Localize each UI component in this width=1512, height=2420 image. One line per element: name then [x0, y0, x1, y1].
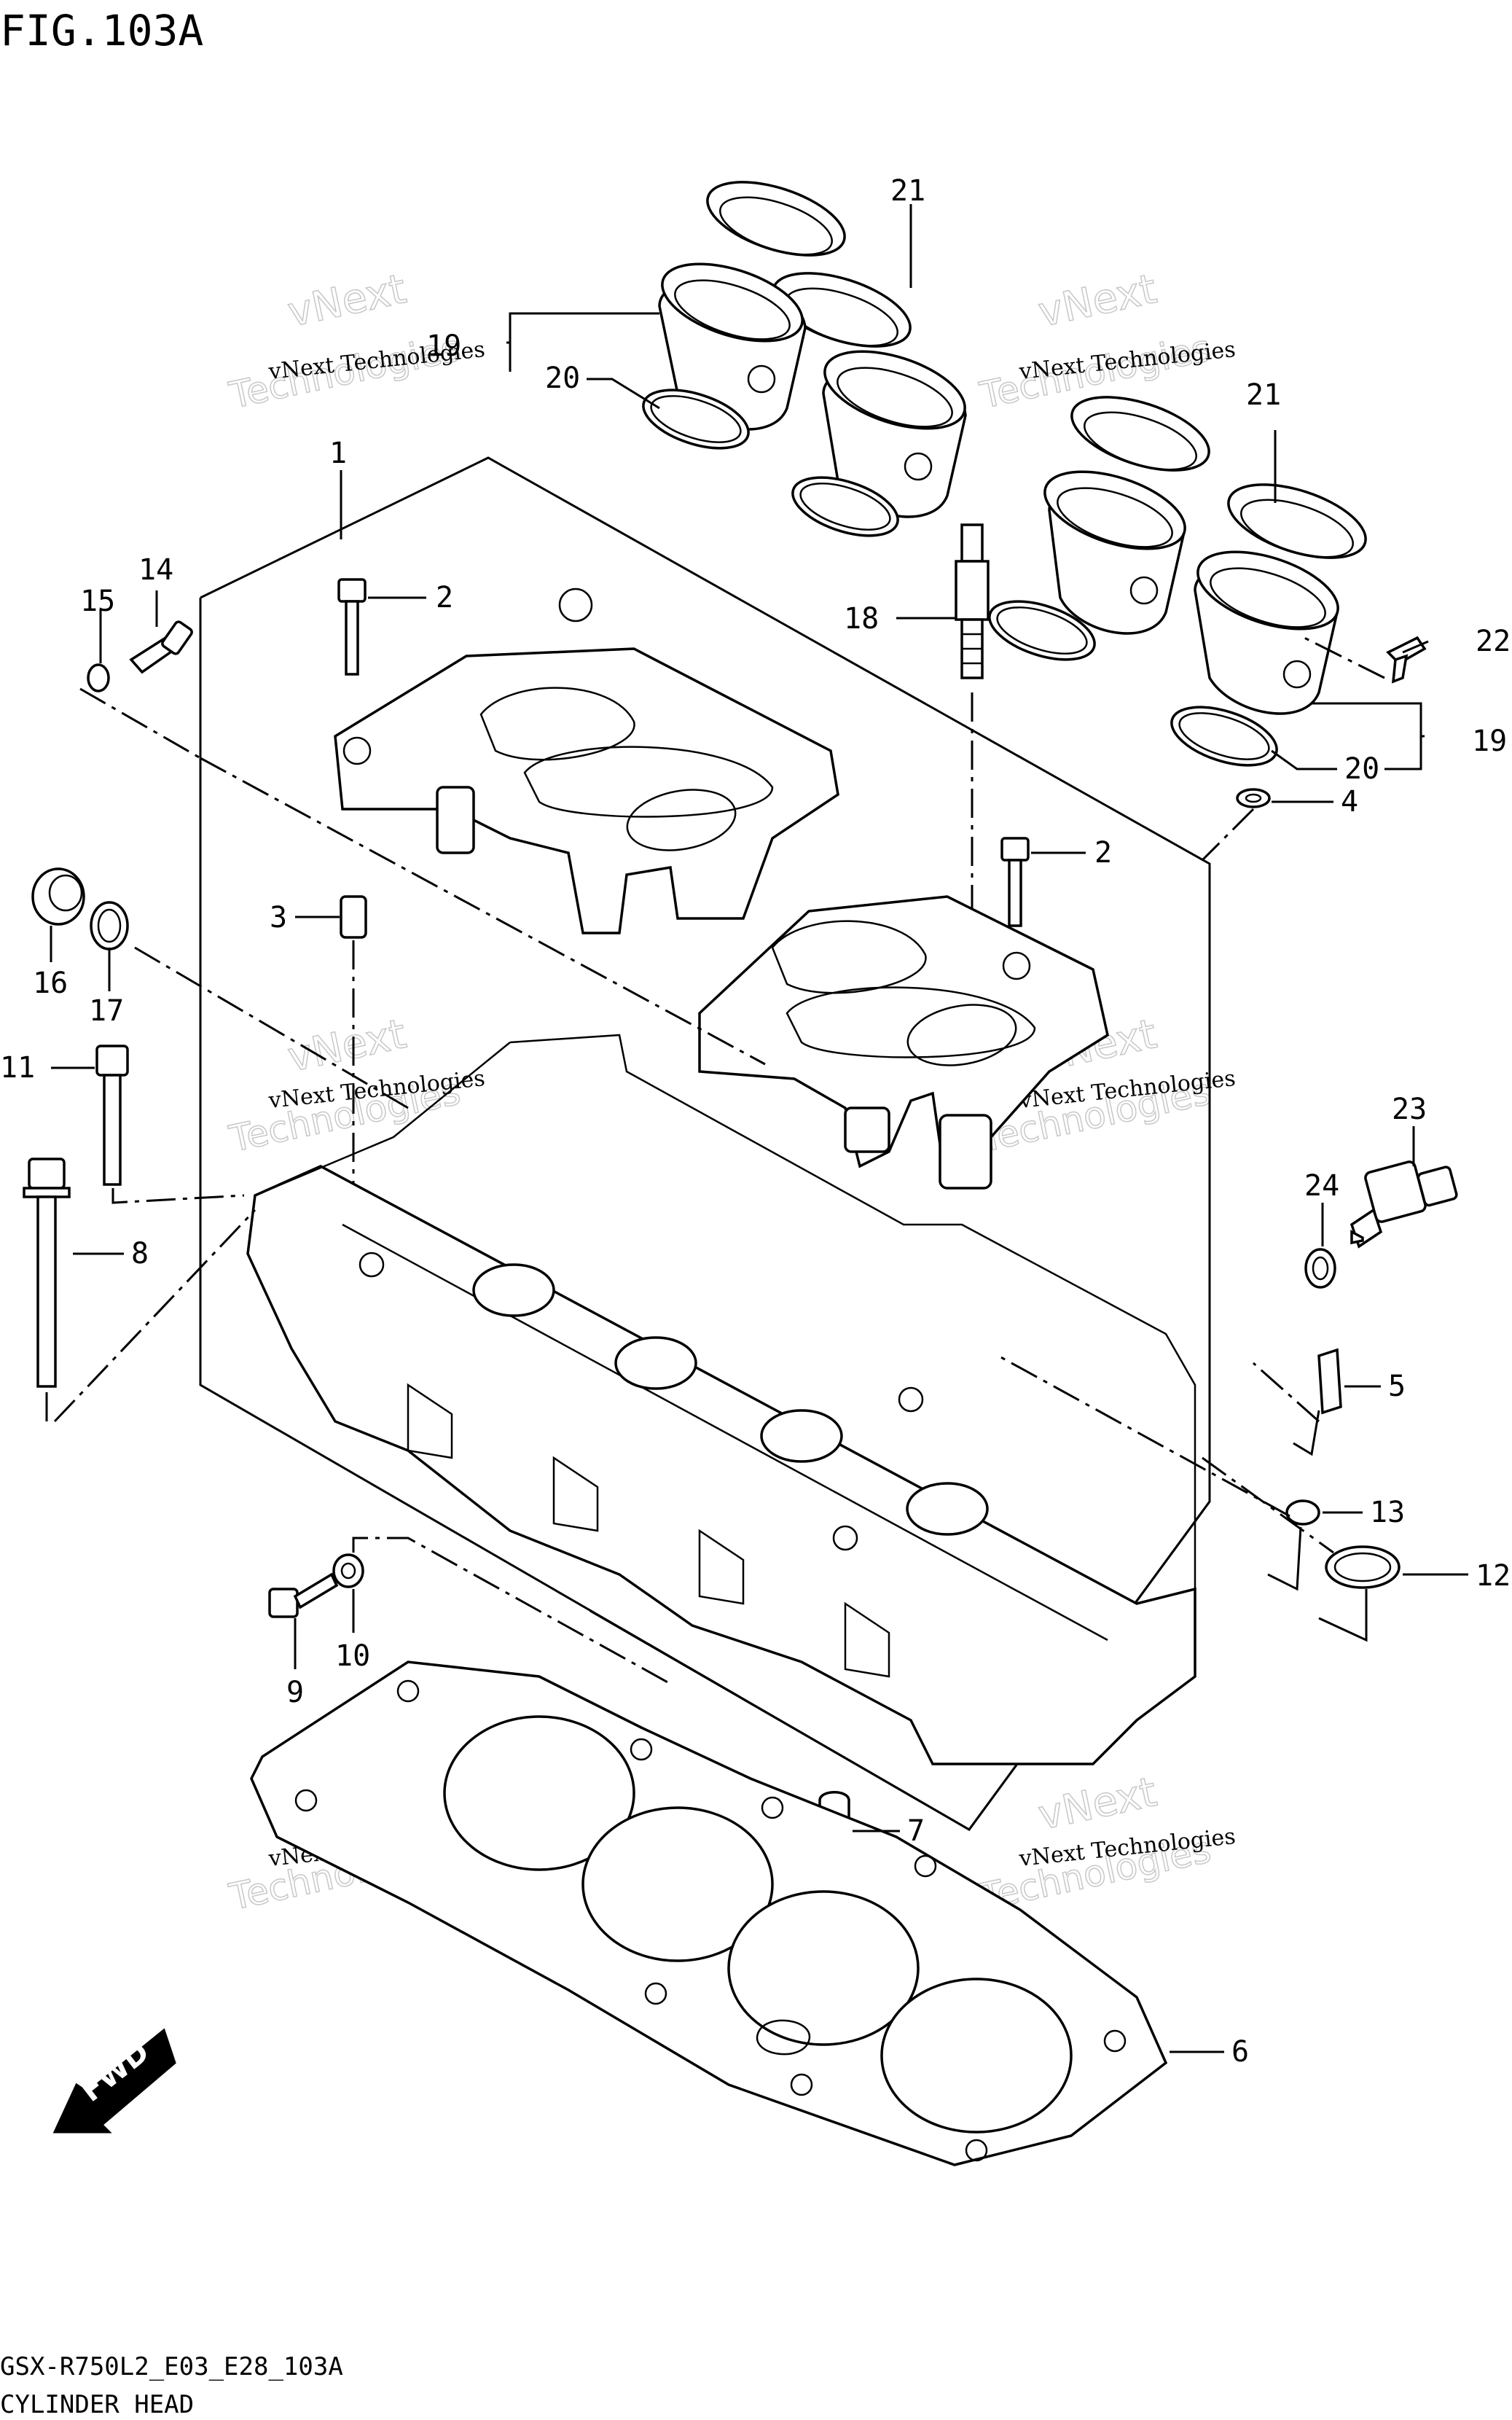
dowel-3 [340, 895, 367, 939]
callout-17: 17 [89, 994, 124, 1028]
dowel-5 [1317, 1348, 1342, 1415]
bolt-2-top [337, 578, 367, 676]
callout-1: 1 [329, 437, 347, 470]
callout-10: 10 [335, 1639, 370, 1673]
callout-9: 9 [286, 1676, 304, 1709]
head-gasket-6 [250, 1660, 1168, 2166]
gasket-24 [1304, 1248, 1336, 1289]
callout-7: 7 [907, 1814, 925, 1848]
callout-22: 22 [1476, 625, 1511, 658]
callout-16: 16 [33, 967, 68, 1000]
figure-title: FIG.103A [0, 6, 203, 55]
watermark-vnext: vNext [1034, 1768, 1161, 1840]
washer-10 [332, 1553, 364, 1588]
callout-24: 24 [1304, 1169, 1339, 1203]
sensor-23 [1350, 1160, 1458, 1249]
watermark-vnext: vNext [283, 265, 410, 337]
callout-21-a: 21 [890, 174, 925, 208]
watermark-mid-left: vNext Technologies vNext Technologies [225, 1010, 487, 1160]
callout-12: 12 [1476, 1559, 1511, 1593]
callout-11: 11 [0, 1051, 35, 1085]
callout-2-top: 2 [436, 581, 453, 614]
callout-13: 13 [1370, 1496, 1405, 1529]
callout-20-a: 20 [545, 362, 580, 395]
bolt-8 [23, 1158, 71, 1388]
callout-20-b: 20 [1344, 752, 1379, 786]
callout-21-b: 21 [1246, 378, 1281, 412]
callout-15: 15 [80, 585, 115, 618]
bolt-2-right [1000, 837, 1030, 927]
callout-6: 6 [1231, 2035, 1249, 2069]
watermark-vnext: vNext [1034, 265, 1161, 337]
fwd-arrow-icon: FWD [52, 2028, 176, 2134]
sensor-14 [129, 620, 193, 674]
bolt-9 [268, 1572, 339, 1618]
washer-4 [1236, 788, 1271, 808]
figure-code: GSX-R750L2_E03_E28_103A [0, 2352, 343, 2381]
watermark-top-right: vNext Technologies vNext Technologies [976, 265, 1237, 417]
cylinder-head [246, 1034, 1196, 1765]
callout-2-right: 2 [1094, 836, 1112, 870]
callout-3: 3 [270, 901, 287, 934]
o-ring-20-a2 [791, 476, 899, 537]
cam-carrier-left [334, 588, 839, 934]
callout-8: 8 [131, 1237, 149, 1270]
o-ring-13 [1285, 1499, 1320, 1526]
callout-19-b: 19 [1472, 725, 1507, 758]
callout-18: 18 [844, 602, 879, 636]
callouts: 1 2 2 3 4 5 6 7 8 9 10 11 12 13 14 15 16… [0, 174, 1511, 2069]
o-ring-20-b1 [988, 600, 1096, 661]
o-ring-20-a1 [642, 389, 750, 450]
callout-19-a: 19 [426, 329, 461, 363]
watermark-bottom-right: vNext Technologies vNext Technologies [976, 1768, 1237, 1919]
washer-15 [87, 663, 110, 692]
callout-14: 14 [138, 553, 173, 587]
callout-23: 23 [1392, 1093, 1427, 1126]
leader-lines [50, 204, 1468, 2053]
figure-name: CYLINDER HEAD [0, 2390, 194, 2419]
cam-carrier-right [698, 895, 1109, 1190]
bolt-11 [95, 1045, 129, 1186]
callout-4: 4 [1341, 785, 1358, 819]
spark-plug-18 [955, 523, 990, 679]
callout-5: 5 [1388, 1370, 1406, 1403]
plug-16 [31, 867, 85, 926]
intake-boot-19-b [1043, 470, 1339, 715]
